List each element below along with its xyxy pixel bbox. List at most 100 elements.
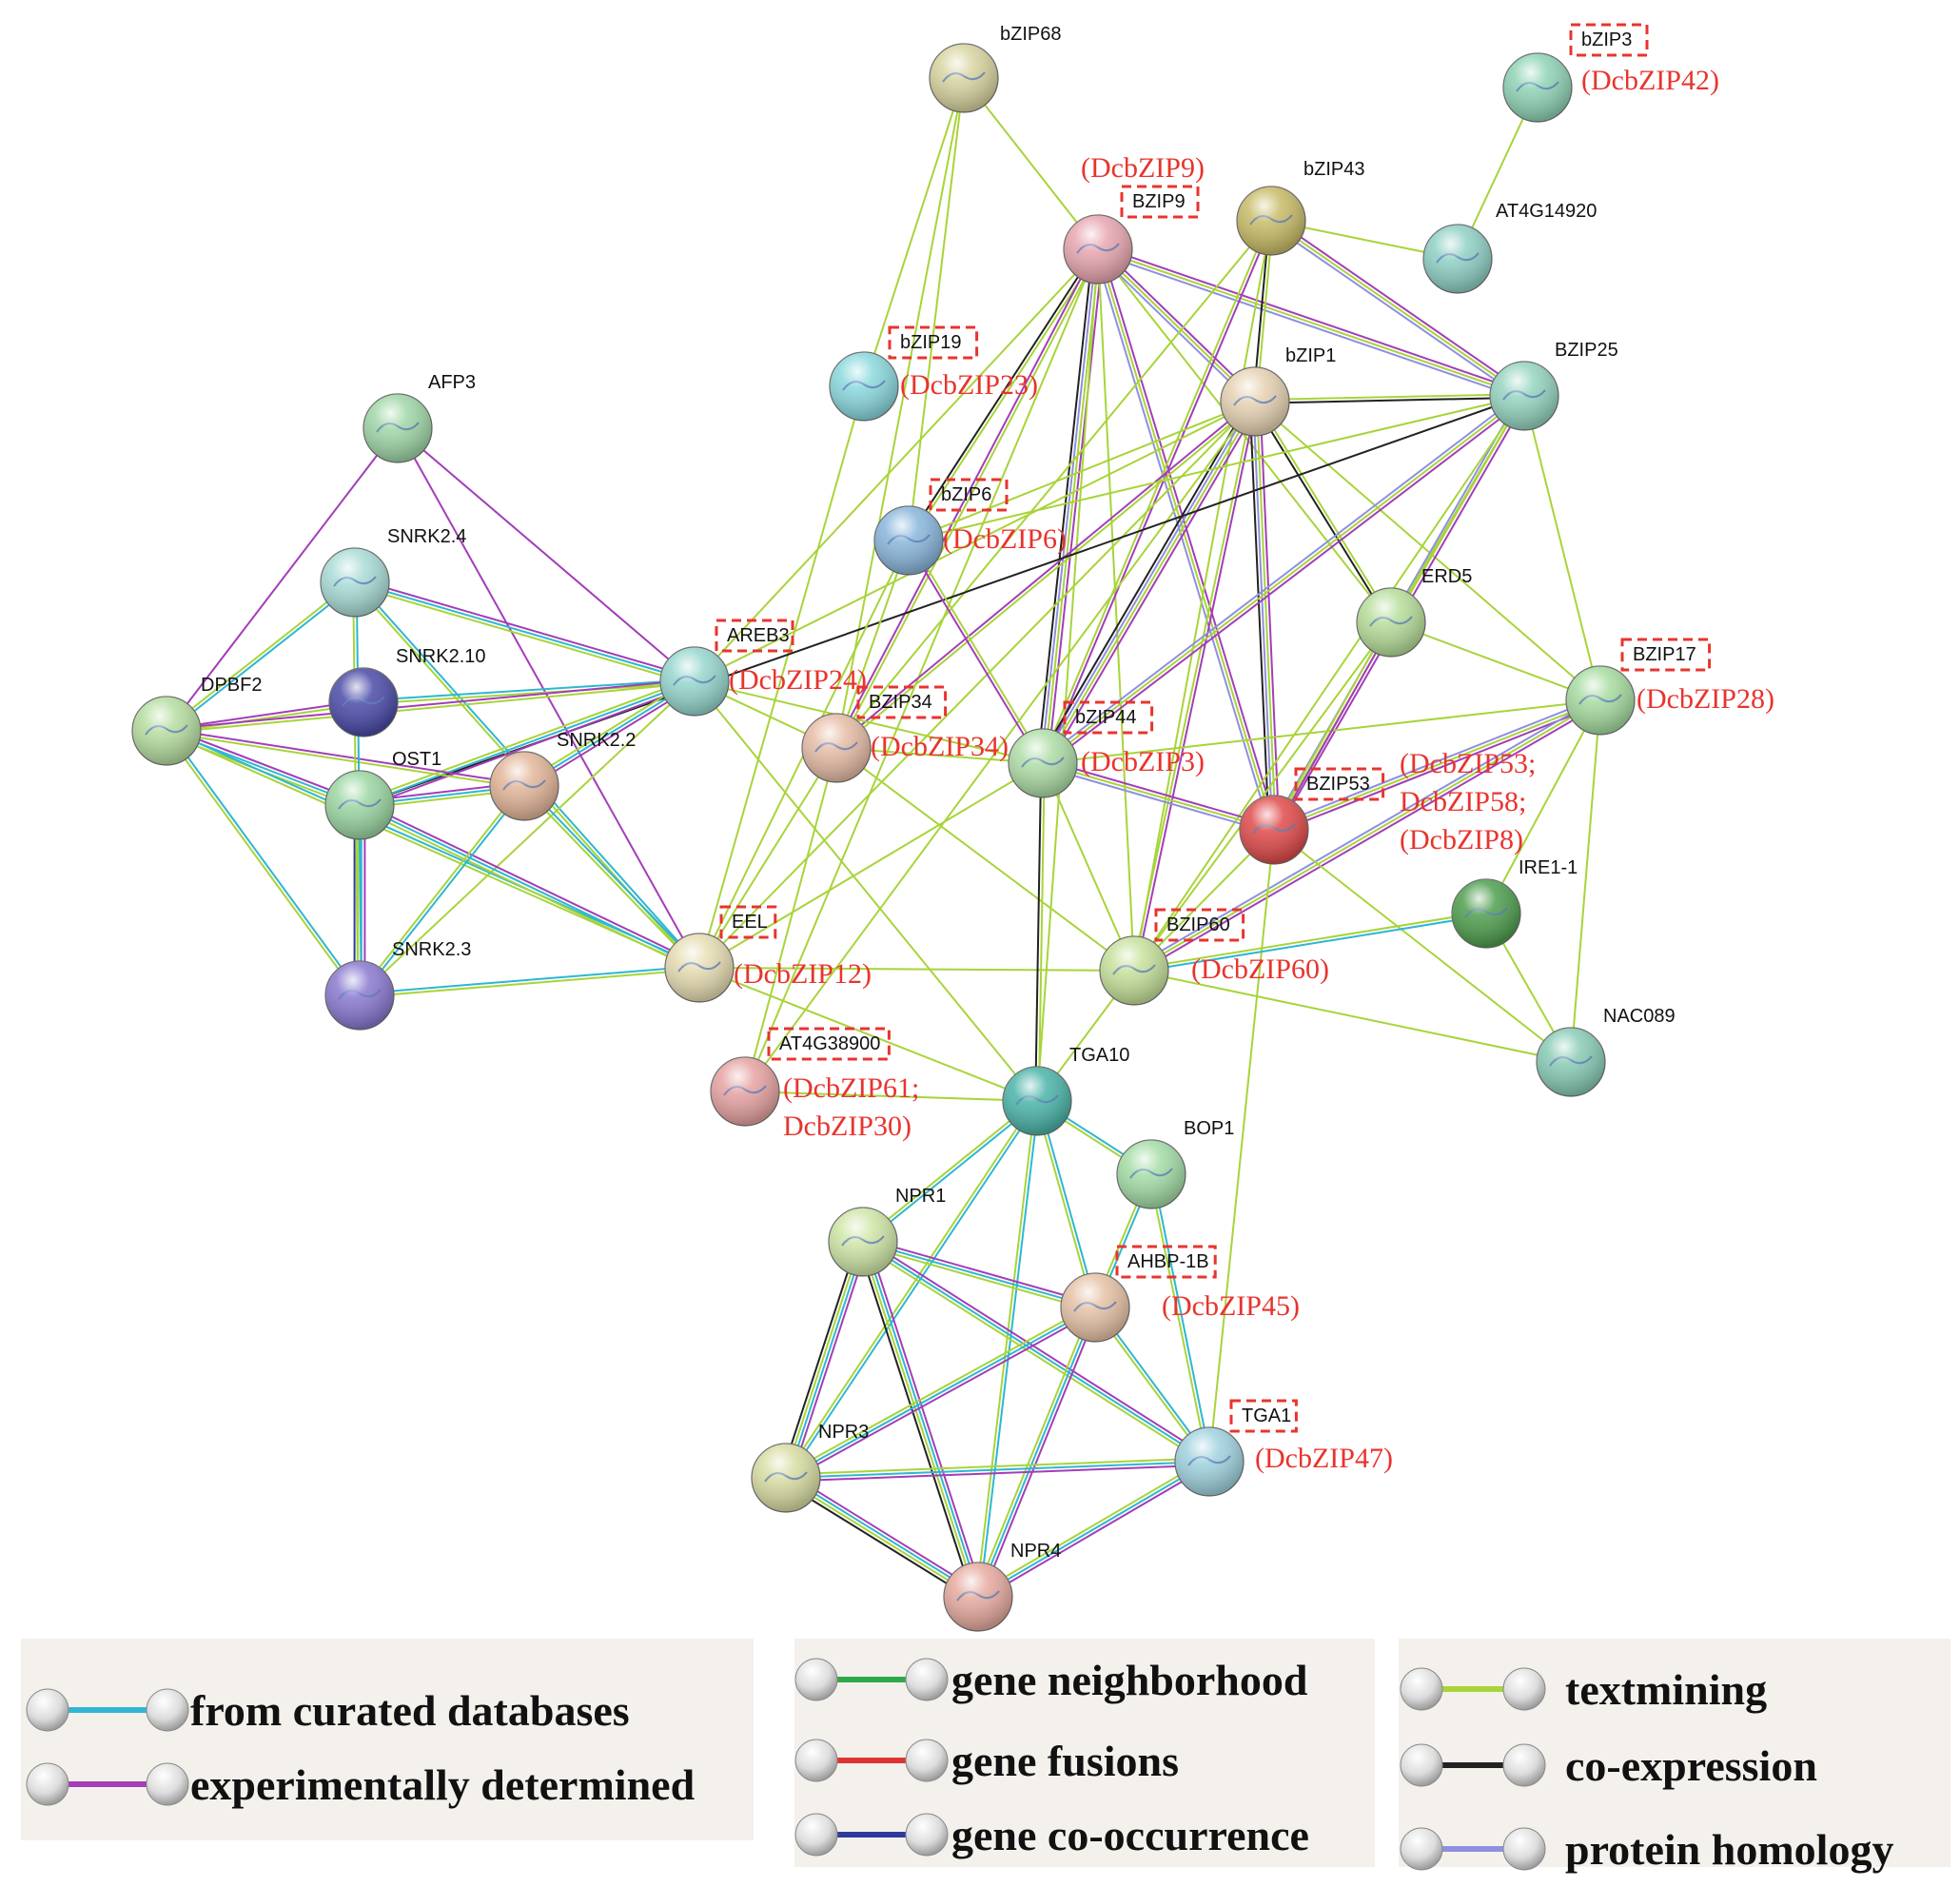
edge-AFP3-AREB3 (397, 427, 696, 682)
node-label: BZIP60 (1166, 914, 1230, 935)
edge-line (1037, 398, 1252, 761)
node-tga1[interactable]: TGA1(DcbZIP47) (1174, 1399, 1393, 1497)
node-npr1[interactable]: NPR1 (828, 1186, 946, 1277)
node-bop1[interactable]: BOP1 (1116, 1118, 1234, 1209)
edge-NPR1-NPR4 (856, 1240, 985, 1599)
edge-line (788, 1472, 982, 1594)
node-bzip44[interactable]: bZIP44(DcbZIP3) (1008, 700, 1205, 798)
edge-line (698, 967, 1038, 1102)
legend-item: from curated databases (26, 1686, 630, 1735)
legend-item: protein homology (1400, 1825, 1893, 1874)
edge-line (861, 1244, 1095, 1312)
edges-layer (164, 77, 1603, 1602)
node-npr4[interactable]: NPR4 (943, 1541, 1061, 1632)
node-erd5[interactable]: ERD5 (1356, 566, 1472, 658)
node-bzip43[interactable]: bZIP43 (1236, 159, 1364, 256)
edge-line (355, 578, 696, 679)
edge-line (354, 581, 696, 682)
node-ire1-1[interactable]: IRE1-1 (1451, 857, 1578, 949)
node-label: bZIP44 (1075, 707, 1136, 728)
node-bzip60[interactable]: BZIP60(DcbZIP60) (1099, 908, 1329, 1006)
edge-AREB3-OST1 (358, 677, 696, 810)
edge-line (1268, 223, 1523, 400)
node-at4g38900[interactable]: AT4G38900(DcbZIP61;DcbZIP30) (710, 1027, 919, 1142)
edge-line (1099, 246, 1259, 401)
edge-AREB3-SNRK2.3 (359, 680, 696, 996)
edge-BZIP9-BZIP34 (833, 247, 1101, 750)
edge-bZIP68-bZIP6 (908, 77, 965, 541)
node-bzip25[interactable]: BZIP25 (1489, 340, 1618, 431)
node-afp3[interactable]: AFP3 (363, 372, 476, 463)
edge-line (856, 1243, 974, 1599)
node-gloss (325, 771, 394, 839)
node-at4g14920[interactable]: AT4G14920 (1422, 201, 1597, 294)
node-label: NPR1 (895, 1186, 946, 1207)
node-label: BZIP17 (1633, 644, 1696, 665)
edge-line (908, 77, 965, 541)
edge-line (1208, 829, 1275, 1463)
node-snrk2.4[interactable]: SNRK2.4 (320, 526, 466, 618)
node-gloss (1452, 879, 1520, 948)
edge-line (786, 1475, 980, 1597)
node-label: ERD5 (1421, 566, 1472, 587)
edge-line (698, 762, 1044, 969)
edge-line (1100, 247, 1279, 830)
node-areb3[interactable]: AREB3(DcbZIP24) (659, 619, 867, 717)
edge-NPR1-TGA1 (860, 1238, 1212, 1465)
edge-line (1255, 400, 1394, 622)
node-label: bZIP3 (1581, 29, 1632, 50)
node-ahbp-1b[interactable]: AHBP-1B(DcbZIP45) (1060, 1245, 1300, 1343)
edge-BOP1-TGA1 (1148, 1173, 1212, 1463)
node-bzip9[interactable]: BZIP9(DcbZIP9) (1063, 152, 1205, 285)
edge-bZIP68-BZIP9 (963, 77, 1099, 250)
edge-AHBP-1B-NPR3 (783, 1303, 1098, 1483)
node-bzip1[interactable]: bZIP1 (1220, 345, 1336, 437)
edge-line (167, 681, 696, 734)
edge-line (1274, 622, 1394, 832)
node-ost1[interactable]: OST1 (324, 749, 441, 840)
node-snrk2.2[interactable]: SNRK2.2 (489, 730, 636, 821)
node-nac089[interactable]: NAC089 (1536, 1006, 1676, 1097)
edge-BZIP25-bZIP44 (1040, 392, 1527, 767)
node-gloss (944, 1563, 1012, 1631)
edge-line (353, 584, 695, 686)
edge-line (975, 1458, 1208, 1595)
node-snrk2.3[interactable]: SNRK2.3 (324, 939, 471, 1031)
edge-AREB3-DPBF2 (166, 678, 696, 734)
node-bzip3[interactable]: bZIP3(DcbZIP42) (1502, 23, 1719, 123)
edge-line (863, 1241, 981, 1597)
node-gloss (874, 506, 943, 575)
node-dpbf2[interactable]: DPBF2 (131, 675, 262, 766)
node-eel[interactable]: EEL(DcbZIP12) (664, 905, 872, 1003)
node-tga10[interactable]: TGA10 (1002, 1045, 1129, 1136)
node-gloss (1221, 367, 1289, 436)
node-label: SNRK2.10 (396, 646, 486, 667)
node-bzip19[interactable]: bZIP19(DcbZIP23) (829, 325, 1038, 422)
edge-line (861, 1098, 1037, 1242)
node-bzip53[interactable]: BZIP53(DcbZIP53;DcbZIP58;(DcbZIP8) (1239, 748, 1536, 865)
edge-line (1133, 911, 1486, 971)
edge-line (1047, 249, 1105, 764)
node-label: SNRK2.3 (392, 939, 471, 960)
node-bzip6[interactable]: bZIP6(DcbZIP6) (873, 478, 1067, 576)
edge-line (787, 1309, 1098, 1483)
edge-line (524, 784, 702, 968)
node-label: AT4G38900 (779, 1033, 880, 1054)
node-bzip34[interactable]: BZIP34(DcbZIP34) (801, 685, 1009, 783)
node-label: BZIP25 (1555, 340, 1618, 361)
node-bzip17[interactable]: BZIP17(DcbZIP28) (1565, 638, 1774, 736)
edge-line (1151, 1173, 1212, 1462)
node-label: NPR3 (818, 1422, 869, 1443)
edge-line (361, 800, 701, 966)
node-npr3[interactable]: NPR3 (751, 1422, 869, 1513)
highlight-box (1115, 1245, 1217, 1279)
edge-line (694, 401, 1256, 682)
edge-BZIP17-NAC089 (1570, 699, 1601, 1063)
node-snrk2.10[interactable]: SNRK2.10 (328, 646, 486, 737)
node-bzip68[interactable]: bZIP68 (929, 24, 1061, 113)
edge-BZIP9-bZIP6 (906, 247, 1101, 542)
node-gloss (329, 668, 398, 737)
node-alias-label: DcbZIP30) (783, 1111, 911, 1142)
edge-SNRK2.4-AREB3 (353, 578, 696, 686)
legend-label: experimentally determined (190, 1760, 696, 1809)
